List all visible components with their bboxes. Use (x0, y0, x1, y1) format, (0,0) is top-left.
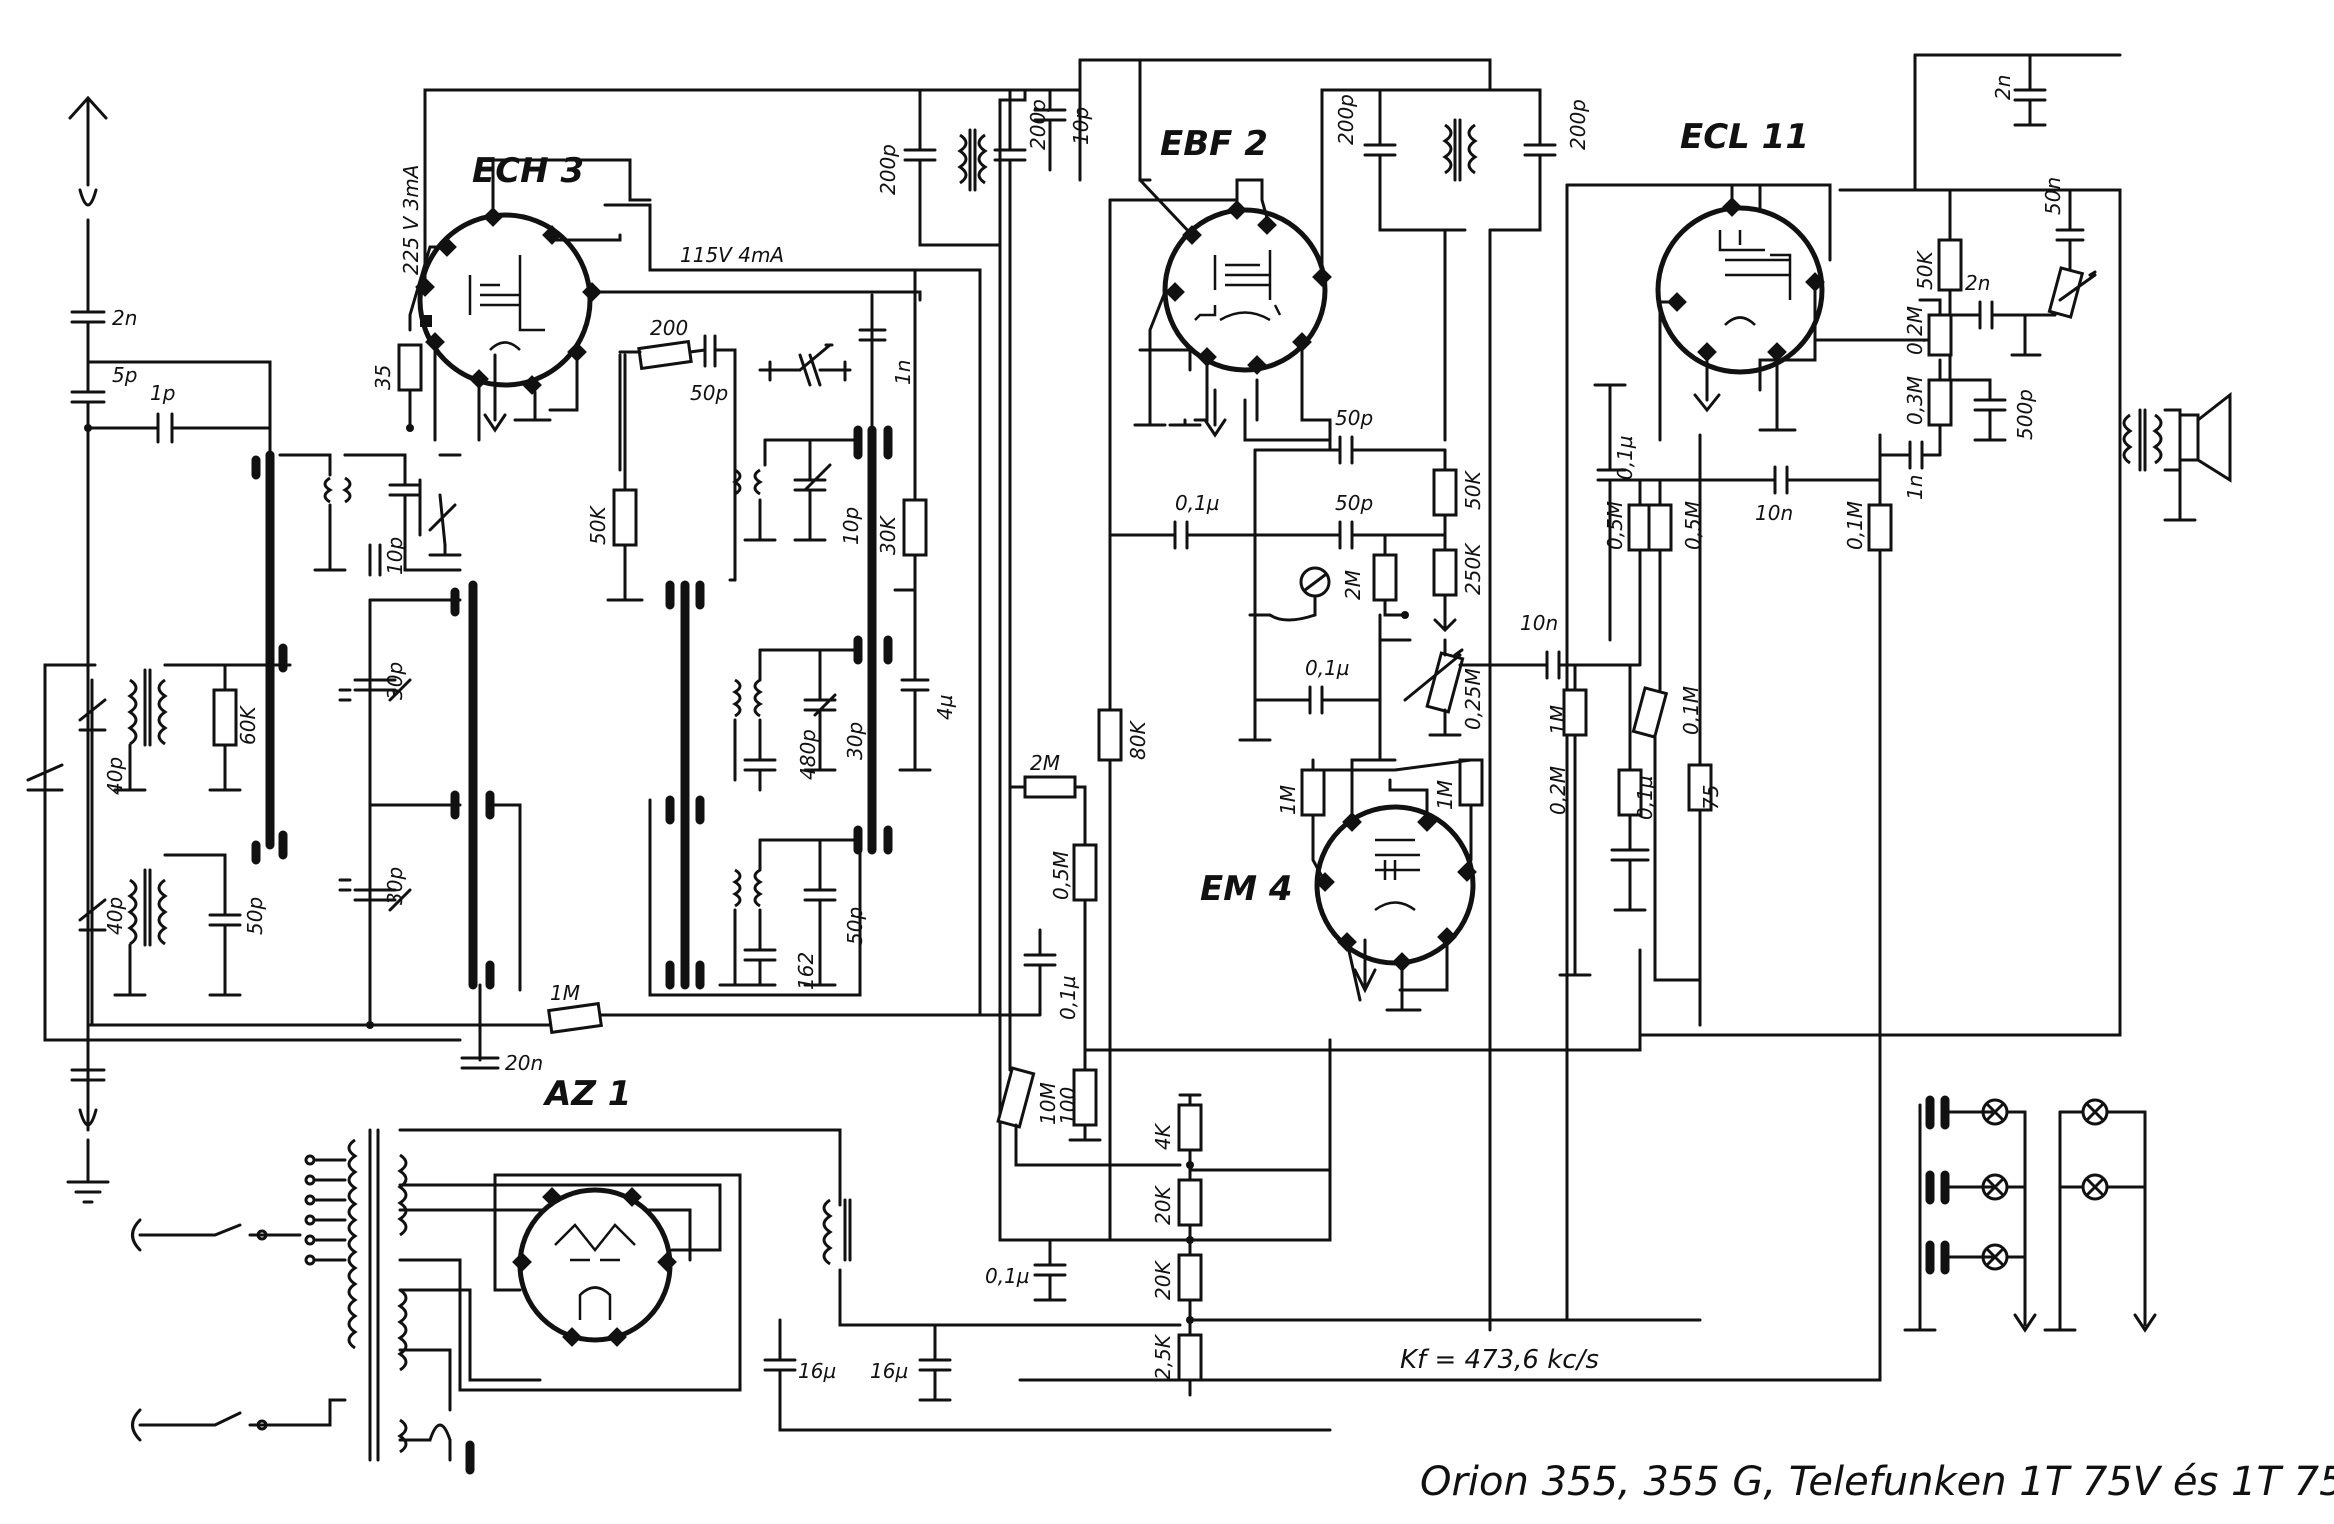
label-r-01m-a: 0,1M (1679, 686, 1703, 735)
oscillator-coils: 1n 10p 30K 4µ 480p 30p 162 (648, 268, 957, 997)
label-r-2m-a: 2M (1341, 570, 1365, 600)
label-r-100: 100 (1056, 1087, 1080, 1125)
label-r-2m-b: 2M (1030, 751, 1060, 775)
label-c-10p-b: 10p (839, 507, 863, 545)
label-c-50p-d: 50p (1335, 406, 1373, 430)
label-r-250k: 250K (1461, 542, 1485, 595)
label-r-1m-em-b: 1M (1433, 780, 1457, 810)
label-r-20k-a: 20K (1151, 1185, 1175, 1225)
label-c-16u-a: 16µ (798, 1359, 836, 1383)
input-band-coils: 40p 60K 40p 50p (26, 450, 462, 1042)
pilot-lamps (1903, 1095, 2157, 1333)
label-r-200: 200 (650, 316, 688, 340)
label-r-02m-a: 0,2M (1546, 766, 1570, 815)
label-c-10n-b: 10n (1755, 501, 1793, 525)
label-c-01u-e: 0,1µ (1613, 435, 1637, 480)
label-r-30k: 30K (876, 515, 900, 555)
label-c-1n-osc: 1n (891, 360, 915, 385)
label-c-480p: 480p (796, 729, 820, 780)
label-az1: AZ 1 (542, 1074, 631, 1114)
label-em4: EM 4 (1200, 869, 1293, 909)
label-r-25k: 2,5K (1151, 1333, 1175, 1380)
label-c-50n: 50n (2041, 177, 2065, 215)
label-c-200p-c: 200p (1334, 94, 1358, 145)
label-c-30p-a: 30p (383, 662, 407, 700)
label-c-30p-b: 30p (383, 867, 407, 905)
em4-tube: EM 4 1M 1M (1200, 613, 1484, 1012)
label-c-30p-c: 30p (843, 722, 867, 760)
label-r-50k-a: 50K (586, 505, 610, 545)
label-c-1n-out: 1n (1903, 475, 1927, 500)
label-r-50k-b: 50K (1461, 470, 1485, 510)
label-c-01u-a: 0,1µ (1175, 491, 1220, 515)
ebf2-tube: EBF 2 (1108, 88, 1382, 1242)
label-c-2n-top: 2n (1991, 75, 2015, 100)
label-c-01u-f: 0,1µ (1633, 775, 1657, 820)
label-c-50p-c: 50p (843, 907, 867, 945)
label-r-10m: 10M (1036, 1082, 1060, 1125)
antenna-input-section: 2n 5p 1p (66, 95, 272, 1204)
label-c-01u-c: 0,1µ (1056, 975, 1080, 1020)
label-r-4k: 4K (1151, 1122, 1175, 1150)
label-c-5p: 5p (112, 363, 137, 387)
detector-agc: 50p 50K 250K 0,1µ 50p 2M 0,1µ 0,25M 80K … (996, 406, 1642, 1242)
label-c-40p-b: 40p (103, 897, 127, 935)
label-r-1m-em-a: 1M (1276, 785, 1300, 815)
label-r-05m-a: 0,5M (1049, 851, 1073, 900)
label-ech3: ECH 3 (472, 151, 584, 191)
if-transformer-2: 200p 200p (1320, 73, 1590, 1332)
label-c-200p-b: 200p (1026, 99, 1050, 150)
label-c-10n-a: 10n (1520, 611, 1558, 635)
label-r-05m-b: 0,5M (1603, 501, 1627, 550)
label-r-60k: 60K (236, 705, 260, 745)
label-r-75: 75 (1699, 785, 1723, 810)
label-r-03m: 0,3M (1903, 376, 1927, 425)
label-c-2n-tone: 2n (1965, 271, 1990, 295)
label-r-01m-b: 0,1M (1843, 501, 1867, 550)
label-r-02m-b: 0,2M (1903, 306, 1927, 355)
mixer-coils: 10p 30p 30p 20n 1M (88, 453, 1012, 1075)
label-r-20k-b: 20K (1151, 1260, 1175, 1300)
label-c-2n-ant: 2n (112, 306, 137, 330)
label-c-200p-a: 200p (876, 144, 900, 195)
label-c-20n: 20n (505, 1051, 543, 1075)
label-c-16u-b: 16µ (870, 1359, 908, 1383)
ecl11-tube: ECL 11 (1565, 117, 2122, 1322)
label-r-025m: 0,25M (1461, 668, 1485, 730)
label-kf: Kf = 473,6 kc/s (1400, 1345, 1599, 1375)
label-r-80k: 80K (1126, 720, 1150, 760)
label-c-10p-a: 10p (383, 537, 407, 575)
label-ebf2: EBF 2 (1160, 124, 1268, 164)
label-c-01u-b: 0,1µ (1305, 656, 1350, 680)
label-c-500p: 500p (2013, 389, 2037, 440)
label-v115: 115V 4mA (680, 243, 784, 267)
label-c-50p-e: 50p (1335, 491, 1373, 515)
label-c-01u-d: 0,1µ (985, 1264, 1030, 1288)
label-c-50p-a: 50p (243, 897, 267, 935)
label-r-50k-c: 50K (1913, 250, 1937, 290)
label-v225: 225 V 3mA (399, 165, 423, 275)
label-c-200p-d: 200p (1566, 99, 1590, 150)
label-r-1m-c: 1M (1546, 705, 1570, 735)
schematic-title: Orion 355, 355 G, Telefunken 1T 75V és 1… (1420, 1459, 2334, 1505)
label-c-4u: 4µ (933, 695, 957, 720)
label-c-1p: 1p (150, 381, 175, 405)
label-c-50p-b: 50p (690, 381, 728, 405)
audio-section: 0,1µ 10n 0,5M 1M 0,2M 0,1µ 0,5M 0,1M 75 … (1018, 53, 2232, 1382)
label-r-05m-c: 0,5M (1681, 501, 1705, 550)
label-r-1m-agc: 1M (550, 981, 580, 1005)
label-ecl11: ECL 11 (1680, 117, 1809, 157)
label-r-35: 35 (371, 365, 395, 390)
power-supply: AZ 1 (131, 1038, 1702, 1475)
ech3-tube: ECH 3 225 V 3mA 35 115V 4mA (371, 88, 1082, 1017)
